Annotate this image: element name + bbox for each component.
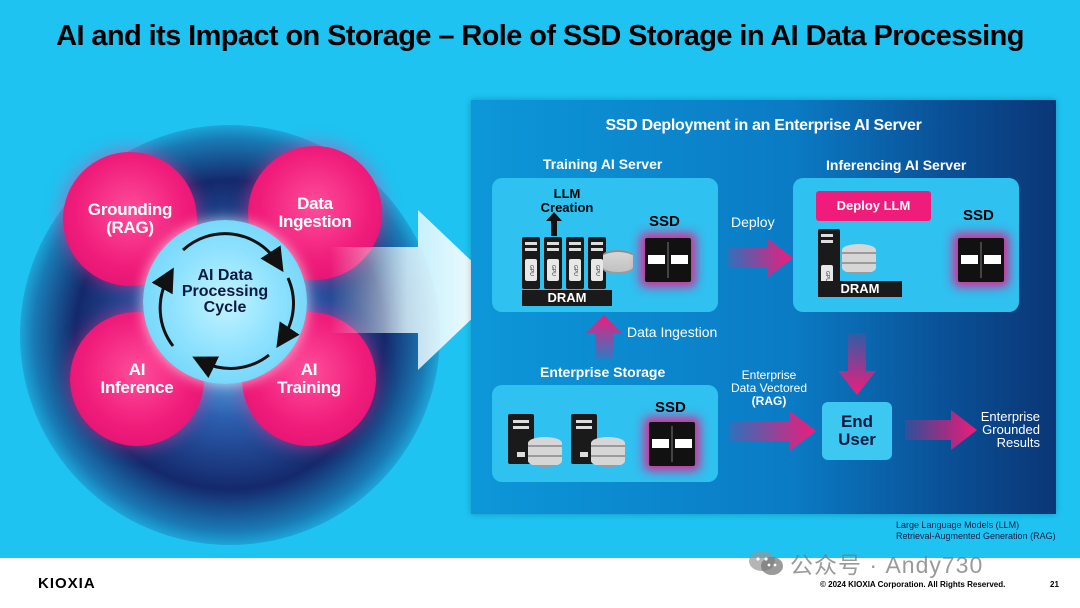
disk-stack-icon xyxy=(603,250,633,274)
panel-title: SSD Deployment in an Enterprise AI Serve… xyxy=(605,117,922,134)
end-user-line1: End xyxy=(840,412,874,431)
data-ingestion-up-arrow-icon xyxy=(586,315,622,359)
vectored-line1: Enterprise xyxy=(741,368,797,382)
kioxia-logo: KIOXIA xyxy=(38,575,96,592)
footnotes: Large Language Models (LLM) Retrieval-Au… xyxy=(896,520,1056,542)
footer-bar xyxy=(0,558,1080,608)
training-dram-bar: DRAM xyxy=(522,290,612,306)
watermark-text: 公众号 · Andy730 xyxy=(790,552,984,578)
inferencing-dram-bar: DRAM xyxy=(818,281,902,297)
results-line2: Grounded xyxy=(982,422,1040,437)
training-server-title: Training AI Server xyxy=(543,156,663,172)
petal-ingestion-line2: Ingestion xyxy=(278,212,352,231)
storage-ssd-label: SSD xyxy=(655,399,686,416)
cycle-center-label: AI Data Processing Cycle xyxy=(143,268,307,316)
cycle-center-line1: AI Data xyxy=(197,267,253,284)
petal-inference-line2: Inference xyxy=(100,378,174,397)
footnote-rag: Retrieval-Augmented Generation (RAG) xyxy=(896,531,1056,541)
petal-ingestion-line1: Data xyxy=(297,194,333,213)
deploy-llm-badge: Deploy LLM xyxy=(816,191,931,221)
inference-server: GPU xyxy=(818,229,840,287)
petal-grounding-line1: Grounding xyxy=(87,200,173,219)
vectored-label: Enterprise Data Vectored (RAG) xyxy=(727,369,811,408)
storage-ssd-icon xyxy=(649,422,695,466)
end-user-box: End User xyxy=(822,402,892,460)
petal-grounding-line2: (RAG) xyxy=(106,218,154,237)
data-ingestion-label: Data Ingestion xyxy=(627,324,718,340)
training-ssd-icon xyxy=(645,238,691,282)
footnote-llm: Large Language Models (LLM) xyxy=(896,520,1020,530)
petal-inference-line1: AI xyxy=(128,360,146,379)
llm-creation-label: LLM Creation xyxy=(532,187,602,215)
page-number: 21 xyxy=(1050,580,1059,589)
gpu-tag: GPU xyxy=(525,259,537,281)
cycle-arrows-icon xyxy=(151,232,300,379)
storage-disk-1-icon xyxy=(528,437,562,467)
llm-up-arrow-icon xyxy=(546,212,562,236)
grounded-results-label: Enterprise Grounded Results xyxy=(966,410,1040,449)
vectored-line2: Data Vectored xyxy=(730,381,808,395)
training-ssd-label: SSD xyxy=(649,213,680,230)
llm-creation-line2: Creation xyxy=(540,200,594,215)
gpu-server-3: GPU xyxy=(566,237,584,289)
inferencing-ssd-icon xyxy=(958,238,1004,282)
deploy-arrow-icon xyxy=(727,238,793,278)
cycle-center-line2: Processing xyxy=(181,283,269,300)
slide-title: AI and its Impact on Storage – Role of S… xyxy=(56,20,1024,52)
results-arrow-icon xyxy=(905,410,977,450)
llm-creation-line1: LLM xyxy=(553,186,581,201)
down-arrow-icon xyxy=(838,333,876,395)
inferencing-ssd-label: SSD xyxy=(963,207,994,224)
cycle-center-line3: Cycle xyxy=(203,299,247,316)
results-line3: Results xyxy=(996,435,1040,450)
gpu-tag: GPU xyxy=(547,259,559,281)
gpu-server-1: GPU xyxy=(522,237,540,289)
deploy-label: Deploy xyxy=(731,214,775,230)
results-line1: Enterprise xyxy=(980,409,1040,424)
petal-training-line2: Training xyxy=(277,378,341,397)
enterprise-storage-title: Enterprise Storage xyxy=(540,364,666,380)
end-user-line2: User xyxy=(838,430,876,449)
vectored-arrow-icon xyxy=(730,411,816,451)
wechat-icon xyxy=(749,551,783,575)
gpu-server-2: GPU xyxy=(544,237,562,289)
gpu-server-4: GPU xyxy=(588,237,606,289)
copyright-text: © 2024 KIOXIA Corporation. All Rights Re… xyxy=(820,580,1006,589)
big-right-arrow-icon xyxy=(330,210,502,370)
gpu-tag: GPU xyxy=(591,259,603,281)
inference-disk-icon xyxy=(842,244,876,274)
gpu-tag: GPU xyxy=(569,259,581,281)
inferencing-server-title: Inferencing AI Server xyxy=(826,157,967,173)
petal-training-line1: AI xyxy=(300,360,318,379)
vectored-line3: (RAG) xyxy=(751,394,787,408)
storage-disk-2-icon xyxy=(591,437,625,467)
